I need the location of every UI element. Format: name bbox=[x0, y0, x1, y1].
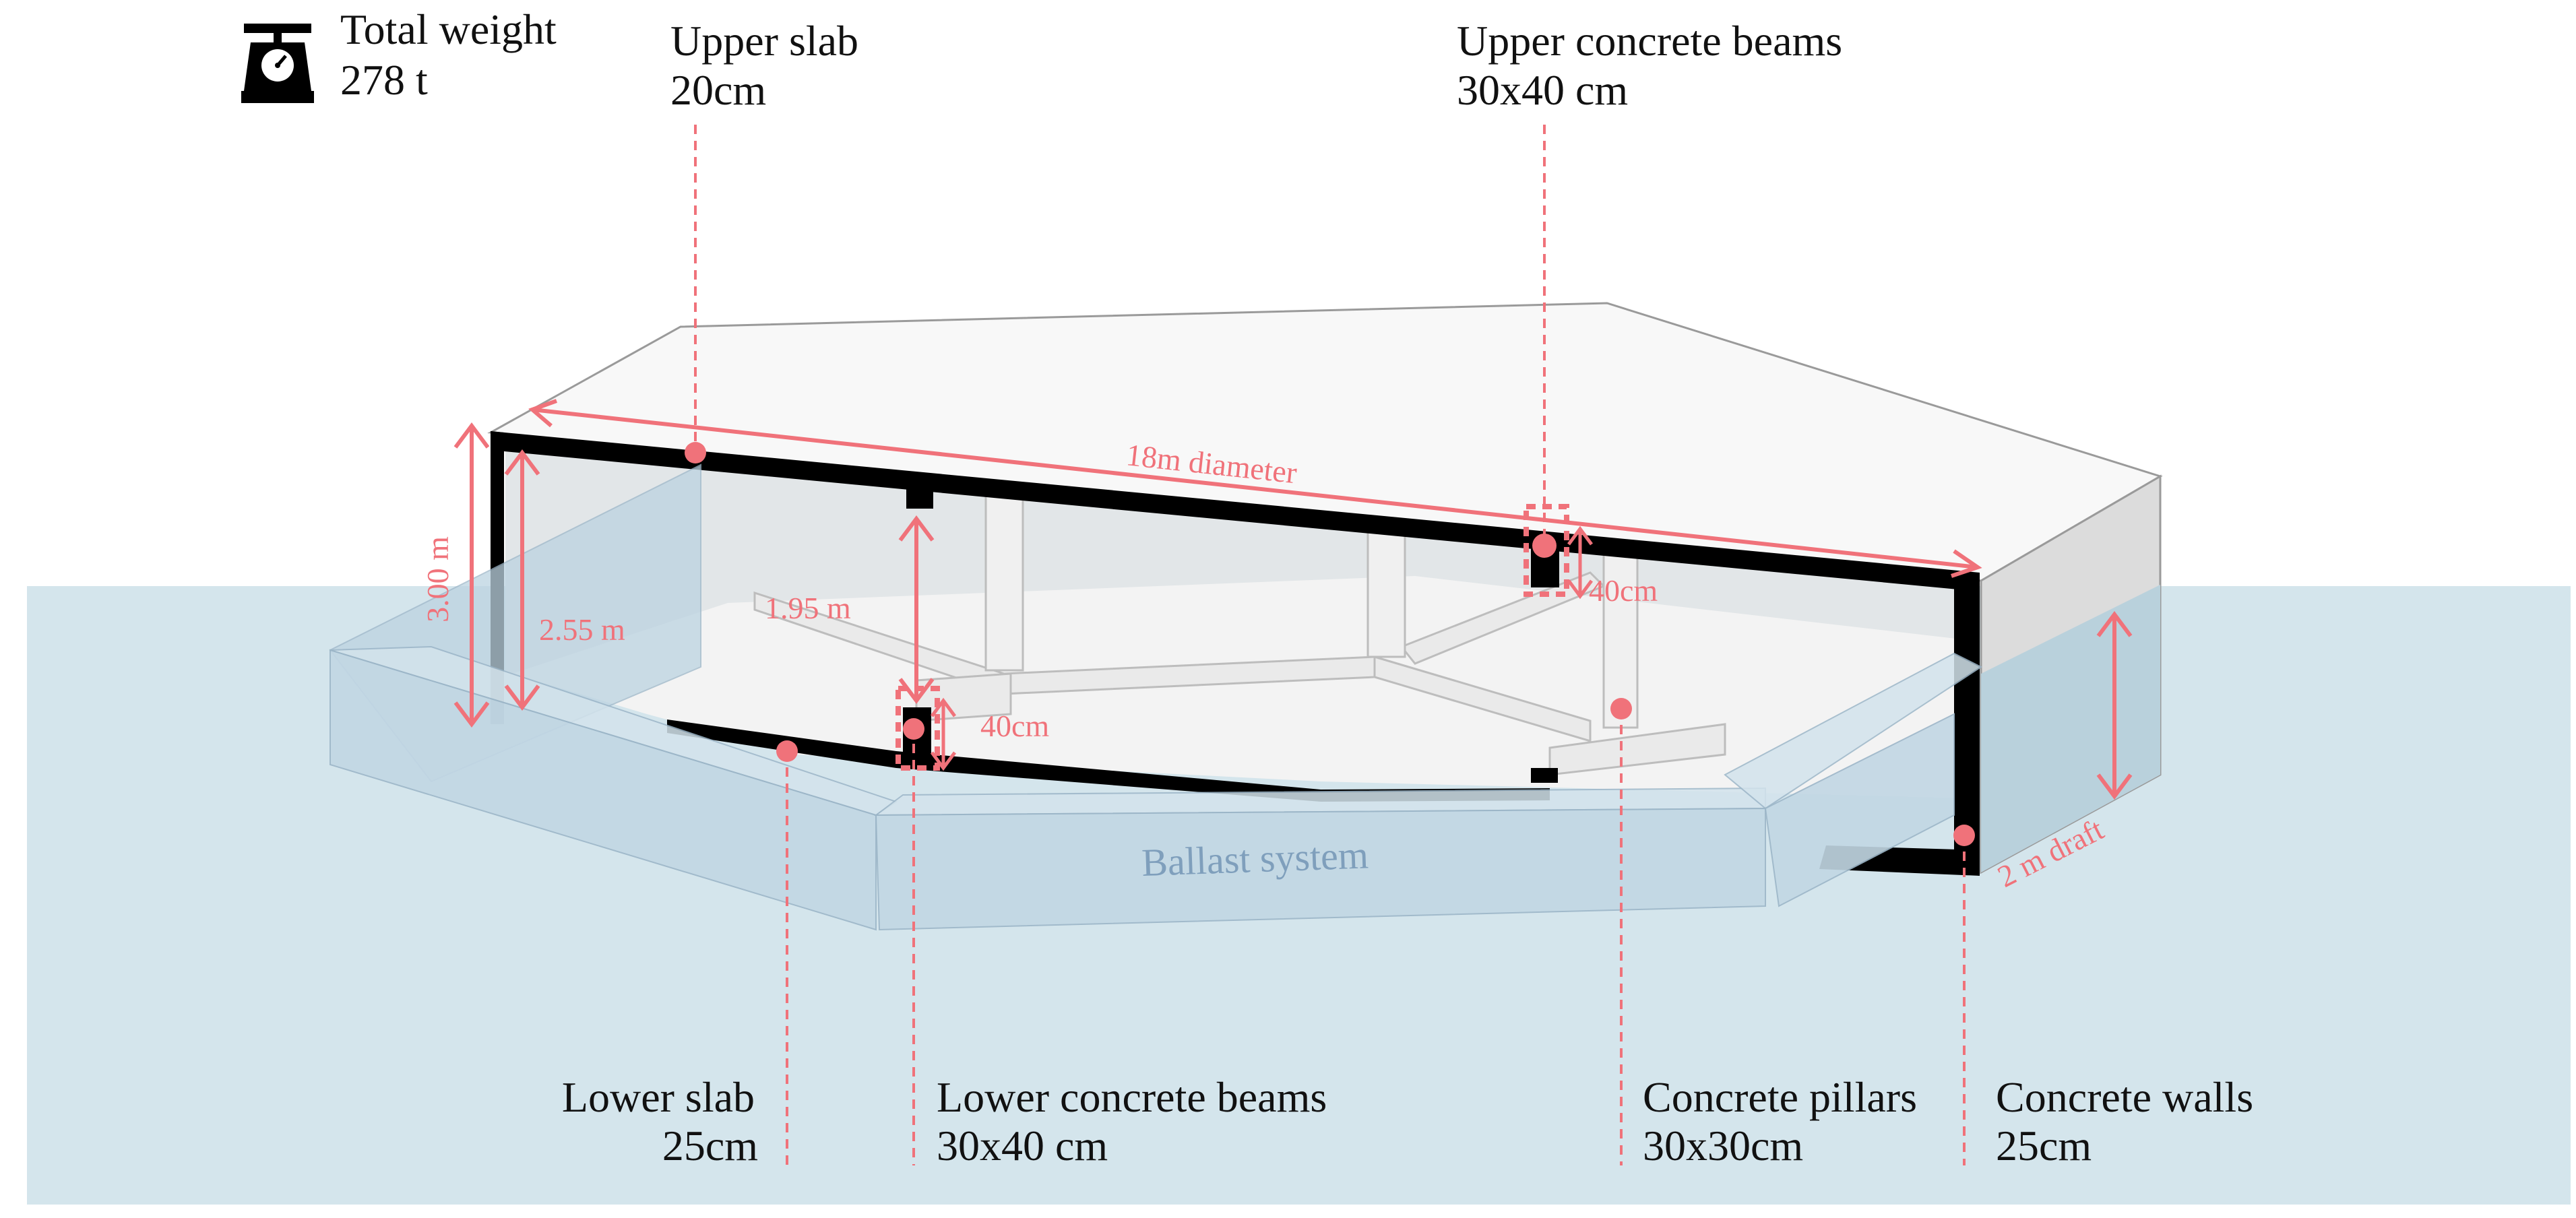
ballast-system bbox=[329, 463, 1983, 931]
draft-arrow bbox=[2096, 611, 2133, 800]
upper-beams-name: Upper concrete beams bbox=[1457, 17, 1842, 65]
lower-slab-size: 25cm bbox=[662, 1122, 758, 1169]
weight-value: 278 t bbox=[340, 56, 428, 104]
annotation-layer bbox=[453, 125, 2133, 1165]
pillars-size: 30x30cm bbox=[1643, 1122, 1803, 1169]
leader-lines bbox=[694, 125, 1966, 1165]
height-total-arrow bbox=[453, 422, 490, 728]
walls-size: 25cm bbox=[1996, 1122, 2092, 1169]
lower-slab-stub bbox=[1531, 768, 1558, 783]
concrete-wall-section bbox=[1954, 573, 1980, 876]
lower-beam-highlight bbox=[896, 686, 940, 771]
concrete-pillar bbox=[1366, 531, 1406, 658]
lower-beams-size: 30x40 cm bbox=[937, 1122, 1108, 1169]
upper-beam-depth-arrow bbox=[1567, 525, 1594, 600]
leader-dots bbox=[685, 442, 1975, 846]
pillars-name: Concrete pillars bbox=[1643, 1073, 1917, 1121]
upper-slab-section bbox=[491, 431, 1980, 591]
upper-beams-size: 30x40 cm bbox=[1457, 66, 1628, 114]
upper-slab-name: Upper slab bbox=[670, 17, 858, 65]
height-inner-label: 2.55 m bbox=[539, 612, 625, 647]
height-total-label: 3.00 m bbox=[420, 536, 455, 622]
concrete-pillar bbox=[984, 494, 1024, 672]
lower-beam-grid bbox=[753, 571, 1726, 776]
diameter-arrow bbox=[528, 399, 1982, 578]
lower-slab-name: Lower slab bbox=[562, 1073, 755, 1121]
upper-slab-size: 20cm bbox=[670, 66, 766, 114]
lower-beam-depth-label: 40cm bbox=[980, 709, 1049, 743]
upper-beam-section bbox=[906, 482, 933, 509]
ballast-system-label: Ballast system bbox=[1141, 833, 1369, 885]
scale-icon bbox=[241, 24, 314, 103]
span-label: 1.95 m bbox=[765, 591, 851, 625]
upper-beam-highlight bbox=[1523, 504, 1569, 597]
walls-name: Concrete walls bbox=[1996, 1073, 2253, 1121]
height-inner-arrow bbox=[504, 449, 540, 711]
weight-title: Total weight bbox=[340, 5, 557, 53]
lower-beams-name: Lower concrete beams bbox=[937, 1073, 1327, 1121]
lower-beam-depth-arrow bbox=[930, 697, 957, 771]
upper-beam-depth-label: 40cm bbox=[1589, 573, 1658, 608]
